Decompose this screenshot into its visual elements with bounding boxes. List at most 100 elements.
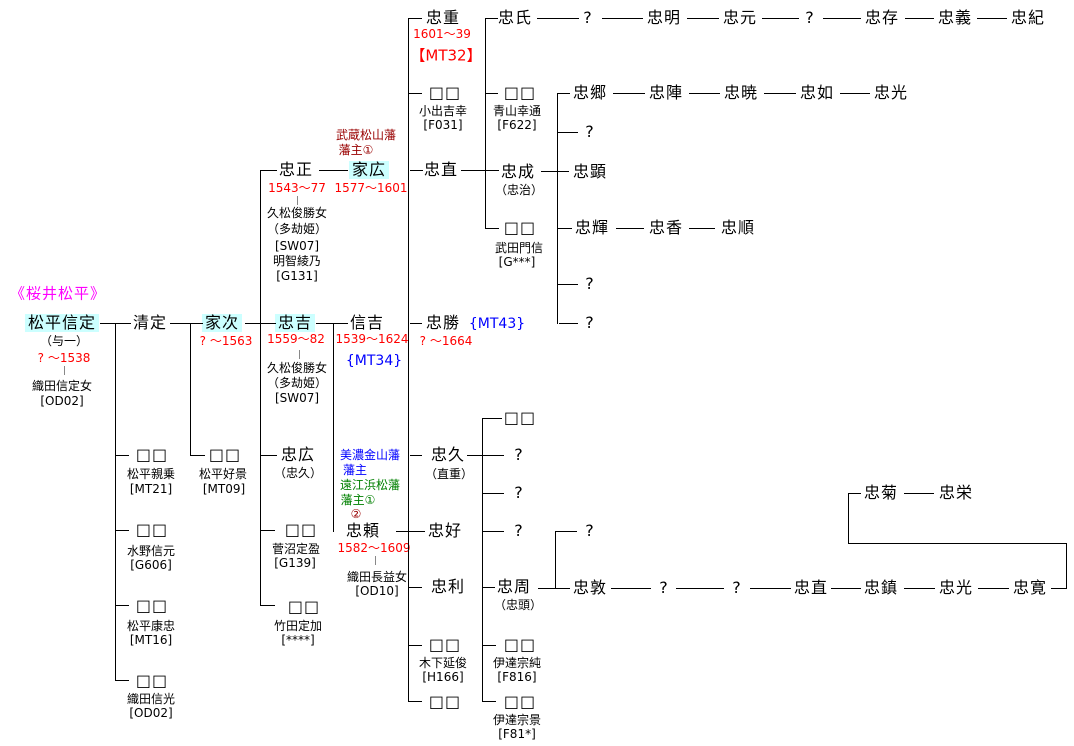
note-tadayori-3: 遠江浜松藩 <box>339 478 401 492</box>
connector-line-79 <box>375 556 376 565</box>
wife-tadamasa-2: （多劫姫） <box>266 222 328 236</box>
code-f031: [F031] <box>423 118 463 132</box>
name-tadajin: 忠陣 <box>648 83 684 102</box>
name-tadashige: 忠重 <box>425 8 461 27</box>
dates-nobuyoshi: 1539～1624 <box>335 332 409 346</box>
connector-line-23 <box>260 170 277 171</box>
connector-line-20 <box>764 93 796 94</box>
code-od10: [OD10] <box>355 584 399 598</box>
name-unknown-11: ? <box>732 578 742 597</box>
daughter-oyakatsu: □□ <box>135 445 169 464</box>
connector-line-62 <box>848 493 861 494</box>
name-tadateru: 忠輝 <box>574 218 610 237</box>
connector-line-41 <box>260 530 275 531</box>
daughter-suganuma: □□ <box>284 520 318 539</box>
connector-line-76 <box>64 366 65 375</box>
connector-line-39 <box>482 493 504 494</box>
name-unknown-4: ? <box>585 274 595 293</box>
alias-tadachika: （忠頭） <box>493 598 543 612</box>
connector-line-73 <box>555 531 556 589</box>
connector-line-14 <box>977 18 1007 19</box>
connector-line-64 <box>848 543 1067 544</box>
connector-line-75 <box>1066 543 1067 589</box>
name-tadae: 忠栄 <box>938 483 974 502</box>
connector-line-63 <box>904 493 934 494</box>
name-tadamitsu-b: 忠光 <box>938 578 974 597</box>
spouse-date-munekage: 伊達宗景 <box>492 713 542 727</box>
dates-tadayoshi: 1559～82 <box>267 332 325 346</box>
connector-line-34 <box>190 455 205 456</box>
name-nobuyoshi: 信吉 <box>349 313 385 332</box>
spouse-date-munezumi: 伊達宗純 <box>492 656 542 670</box>
daughter-takeda: □□ <box>503 218 537 237</box>
name-tadanao-b: 忠直 <box>793 578 829 597</box>
name-tadatoshi: 忠利 <box>430 577 466 596</box>
code-od02: [OD02] <box>129 706 173 720</box>
ref-mt43: {MT43} <box>468 316 526 332</box>
connector-line-28 <box>485 228 499 229</box>
daughter-takeda2: □□ <box>287 597 321 616</box>
connector-line-74 <box>848 493 849 544</box>
connector-line-4 <box>410 323 422 324</box>
name-tadayoshi-ko: 忠好 <box>427 521 463 540</box>
note-iehiro-2: 藩主① <box>338 143 374 157</box>
name-kiyosada: 清定 <box>132 313 168 332</box>
connector-line-12 <box>823 18 861 19</box>
connector-line-72 <box>482 418 483 702</box>
code-f81x: [F81*] <box>498 727 536 741</box>
connector-line-5 <box>559 323 578 324</box>
wife-tadayori: 織田長益女 <box>346 570 408 584</box>
code-mt16: [MT16] <box>129 633 173 647</box>
alias-tadanari: （忠治） <box>494 183 544 197</box>
connector-line-47 <box>538 588 570 589</box>
alias-tadahiro: （忠久） <box>273 466 323 480</box>
daughter-aoyama: □□ <box>503 83 537 102</box>
connector-line-6 <box>408 18 422 19</box>
name-tadagiku: 忠菊 <box>863 483 899 502</box>
connector-line-77 <box>297 196 298 205</box>
name-tadakatsu: 忠勝 <box>425 313 461 332</box>
dates-iehiro: 1577～1601 <box>334 181 408 195</box>
connector-line-26 <box>461 170 499 171</box>
name-tadaka: 忠香 <box>648 218 684 237</box>
daughter-unnamed-top: □□ <box>503 408 537 427</box>
name-tadajun: 忠順 <box>720 218 756 237</box>
connector-line-11 <box>762 18 799 19</box>
connector-line-7 <box>485 18 498 19</box>
connector-line-27 <box>541 171 569 172</box>
name-matsudaira-nobusada: 松平信定 <box>24 314 100 332</box>
dates-ietsugu: ? ～1563 <box>199 334 253 348</box>
name-iehiro: 家広 <box>348 161 390 179</box>
ref-mt32: 【MT32】 <box>410 46 482 65</box>
name-tadashizu: 忠鎮 <box>863 578 899 597</box>
connector-line-65 <box>115 323 116 681</box>
spouse-koide: 小出吉幸 <box>418 104 468 118</box>
connector-line-16 <box>485 93 498 94</box>
connector-line-70 <box>485 18 486 229</box>
connector-line-21 <box>840 93 870 94</box>
connector-line-18 <box>613 93 645 94</box>
code-g139: [G139] <box>274 556 316 570</box>
dates-nobusada: ? ～1538 <box>37 351 91 365</box>
name-unknown-7: ? <box>514 483 524 502</box>
code-sw07-b: [SW07] <box>274 391 320 405</box>
connector-line-54 <box>1051 588 1066 589</box>
connector-line-55 <box>115 605 129 606</box>
name-tadahiro: 忠広 <box>280 445 316 464</box>
wife-tadayoshi-2: （多劫姫） <box>266 376 328 390</box>
name-unknown-10: ? <box>659 578 669 597</box>
spouse-matsudaira-yoshikage: 松平好景 <box>198 467 248 481</box>
connector-line-45 <box>408 587 422 588</box>
note-tadayori-5: ② <box>350 507 362 521</box>
spouse-suganuma-sadamitsu: 菅沼定盈 <box>271 542 321 556</box>
name-tadayuki: 忠如 <box>799 83 835 102</box>
name-tadamitsu-a: 忠光 <box>873 83 909 102</box>
connector-line-53 <box>978 588 1009 589</box>
name-tadauji: 忠氏 <box>497 8 533 27</box>
code-f622: [F622] <box>497 118 537 132</box>
connector-line-57 <box>408 645 422 646</box>
connector-line-9 <box>602 18 643 19</box>
wife-tadamasa-1: 久松俊勝女 <box>266 206 328 220</box>
connector-line-56 <box>260 605 275 606</box>
